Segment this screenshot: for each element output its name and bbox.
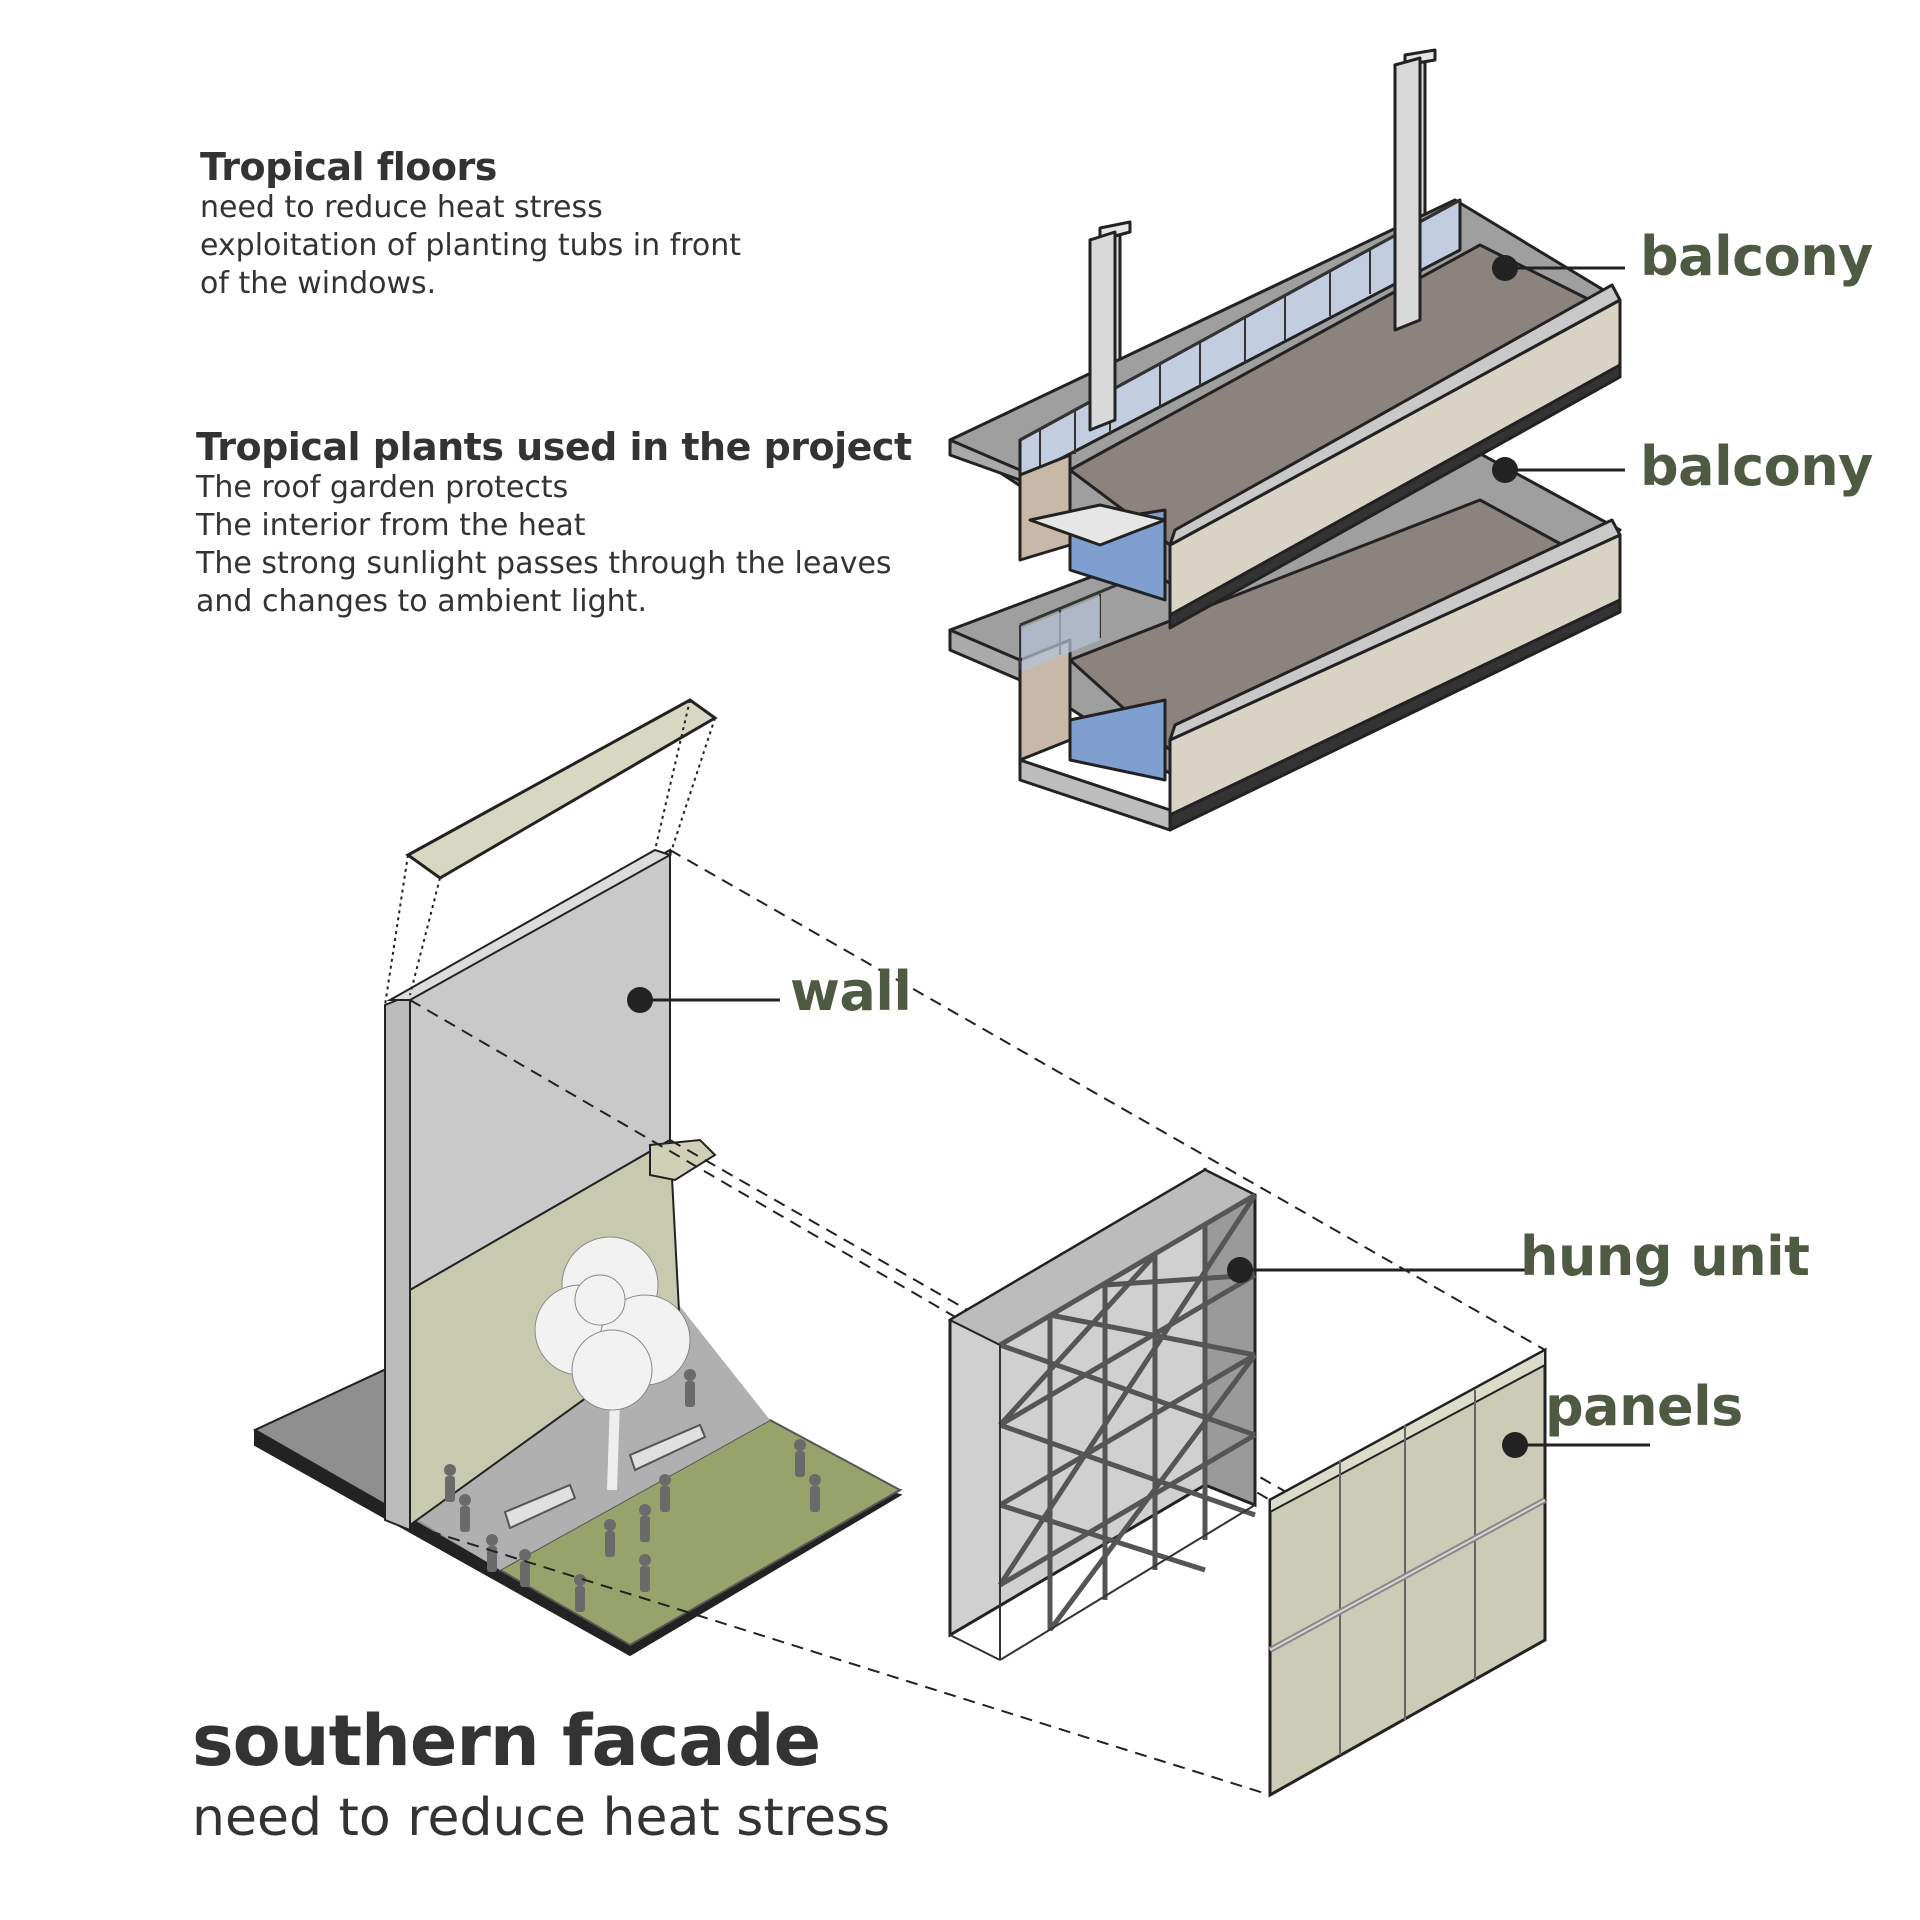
tropical-floors-block: Tropical floors need to reduce heat stre… <box>200 145 741 303</box>
footer-title: southern facade <box>192 1700 821 1782</box>
label-hung-unit: hung unit <box>1520 1225 1810 1288</box>
tropical-plants-line-3: The strong sunlight passes through the l… <box>196 546 892 581</box>
label-wall: wall <box>790 960 912 1023</box>
footer-subtitle: need to reduce heat stress <box>192 1788 891 1848</box>
tropical-floors-line-2: exploitation of planting tubs in front <box>200 228 742 263</box>
lower-balcony <box>948 438 1622 832</box>
tropical-plants-line-2: The interior from the heat <box>196 508 586 543</box>
tropical-floors-line-3: of the windows. <box>200 266 437 301</box>
panels-drawing <box>1268 1347 1547 1798</box>
tropical-floors-line-1: need to reduce heat stress <box>200 190 603 225</box>
tree <box>534 1236 691 1491</box>
tropical-floors-title: Tropical floors <box>200 145 497 189</box>
tropical-plants-line-4: and changes to ambient light. <box>196 584 647 619</box>
label-balcony-top: balcony <box>1640 225 1873 288</box>
tropical-plants-title: Tropical plants used in the project <box>196 425 912 469</box>
tropical-plants-line-1: The roof garden protects <box>196 470 569 505</box>
hung-unit-lattice <box>947 1167 1258 1661</box>
tropical-plants-block: Tropical plants used in the project The … <box>196 425 912 621</box>
facade-assembly <box>252 698 1650 1798</box>
label-panels: panels <box>1545 1375 1743 1438</box>
upper-balcony <box>948 48 1622 630</box>
label-balcony-bottom: balcony <box>1640 435 1873 498</box>
balcony-assembly <box>948 48 1625 832</box>
people <box>444 1369 821 1612</box>
